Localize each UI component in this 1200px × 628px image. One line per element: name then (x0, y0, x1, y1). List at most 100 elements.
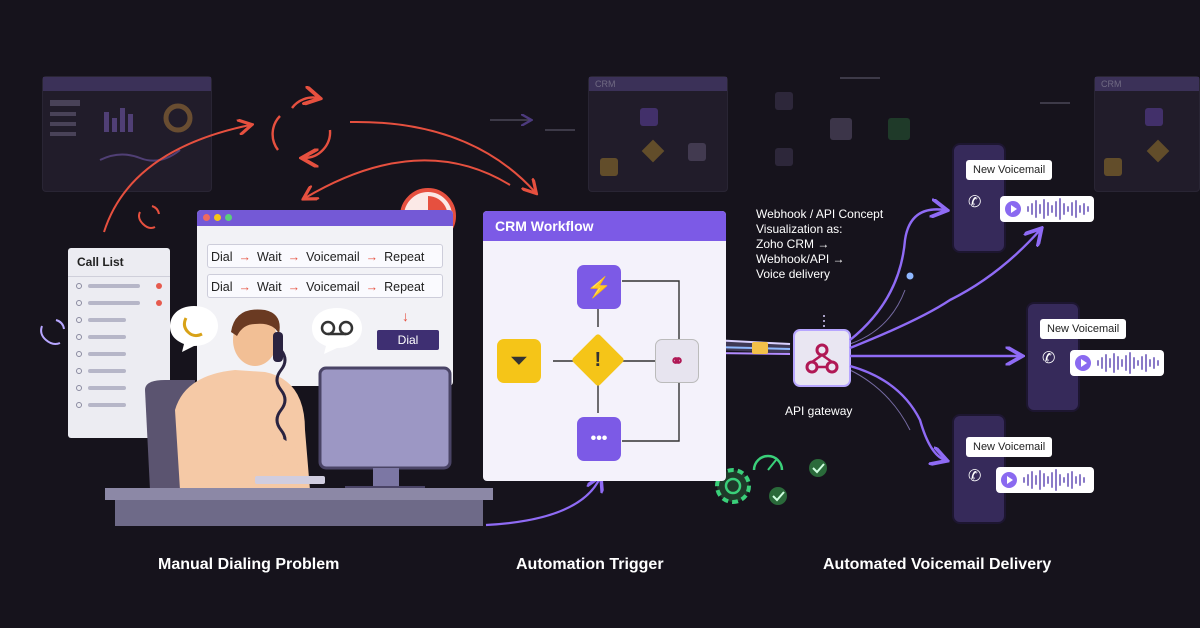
ghost-crm-panel-2: CRM (1094, 76, 1200, 192)
play-icon[interactable] (1075, 355, 1091, 371)
waveform-bar (1039, 204, 1041, 214)
new-voicemail-notification: New Voicemail (966, 437, 1053, 457)
waveform-bar (1055, 469, 1057, 491)
play-icon[interactable] (1001, 472, 1017, 488)
waveform-bar (1125, 355, 1127, 371)
call-list-row[interactable] (68, 311, 170, 328)
waveform-bar (1055, 201, 1057, 217)
step-wait: Wait (257, 250, 282, 264)
waveform-bar (1063, 203, 1065, 215)
trigger-arrow (485, 478, 600, 527)
delivery-glow (849, 289, 911, 431)
waveform-bar (1075, 476, 1077, 484)
waveform-bar (1153, 357, 1155, 369)
dial-sequence-row: Dial→ Wait→ Voicemail→ Repeat (211, 280, 425, 294)
row-marker (76, 316, 82, 323)
step-wait: Wait (257, 280, 282, 294)
voicemail-audio-player[interactable] (996, 467, 1094, 493)
crm-workflow-title: CRM Workflow (483, 211, 726, 241)
dial-window: Dial→ Wait→ Voicemail→ Repeat Dial→ Wait… (197, 210, 453, 386)
waveform-bar (1079, 205, 1081, 213)
more-actions-icon: ••• (577, 417, 621, 461)
row-placeholder (88, 368, 126, 373)
section-label-trigger: Automation Trigger (516, 556, 664, 573)
waveform-bar (1083, 477, 1085, 483)
call-list-row[interactable] (68, 294, 170, 311)
arrow-cycle-to-crm (349, 120, 535, 192)
webhook-caption-line: Webhook / API Concept (756, 207, 884, 221)
row-marker (76, 299, 82, 306)
phone-icon: ✆ (968, 194, 982, 211)
row-marker (76, 350, 82, 357)
waveform-bar (1133, 357, 1135, 369)
step-dial: Dial (211, 280, 233, 294)
arrow-crm-to-dial (305, 159, 511, 198)
waveform-bar (1035, 200, 1037, 218)
voicemail-audio-player[interactable] (1070, 350, 1164, 376)
step-repeat: Repeat (384, 280, 425, 294)
row-marker (76, 401, 82, 408)
waveform-bar (1109, 358, 1111, 368)
call-list-row[interactable] (68, 379, 170, 396)
webhook-caption-line: Visualization as: (756, 222, 843, 236)
api-gateway-label: API gateway (785, 404, 853, 418)
webhook-caption-line: Voice delivery (756, 267, 831, 281)
waveform-bar (1023, 477, 1025, 483)
phone-ringing-icon (40, 319, 65, 345)
call-list-row[interactable] (68, 345, 170, 362)
row-marker (76, 333, 82, 340)
step-voicemail: Voicemail (306, 250, 360, 264)
waveform-bar (1043, 199, 1045, 219)
call-list-row[interactable] (68, 328, 170, 345)
new-voicemail-notification: New Voicemail (966, 160, 1053, 180)
waveform-bar (1031, 203, 1033, 215)
waveform-bar (1079, 474, 1081, 486)
waveform-bar (1105, 354, 1107, 372)
waveform-bar (1141, 356, 1143, 370)
delivery-paths (849, 209, 1040, 460)
voicemail-speech-bubble-icon (312, 308, 362, 354)
missed-call-indicator (156, 299, 162, 306)
waveform-bar (1157, 360, 1159, 366)
waveform-bar (1075, 200, 1077, 218)
waveform-bar (1083, 203, 1085, 215)
call-list-row[interactable] (68, 277, 170, 294)
play-icon[interactable] (1005, 201, 1021, 217)
voicemail-audio-player[interactable] (1000, 196, 1094, 222)
waveform-bar (1059, 198, 1061, 220)
frustrated-worker-illustration (105, 309, 493, 526)
speed-gauge-icon (752, 454, 784, 471)
waveform-bar (1043, 473, 1045, 487)
check-icon (769, 487, 787, 505)
section-label-delivery: Automated Voicemail Delivery (823, 556, 1052, 573)
waveform-bar (1087, 206, 1089, 212)
waveform-bar (1039, 470, 1041, 490)
sequence-row-box (207, 244, 443, 268)
dial-button[interactable]: Dial (377, 330, 439, 350)
waveform-bar (1097, 360, 1099, 366)
waveform-bar (1113, 353, 1115, 373)
phone-speech-bubble-icon (170, 306, 218, 352)
call-list-row[interactable] (68, 362, 170, 379)
step-dial: Dial (211, 250, 233, 264)
waveform-bar (1047, 202, 1049, 216)
step-repeat: Repeat (384, 250, 425, 264)
waveform-bar (1149, 359, 1151, 367)
call-list-row[interactable] (68, 396, 170, 413)
ghost-crm-panel-1: CRM (588, 76, 728, 192)
row-placeholder (88, 351, 126, 356)
waveform-bar (1121, 359, 1123, 367)
row-placeholder (88, 334, 126, 339)
new-voicemail-notification: New Voicemail (1040, 319, 1127, 339)
missed-call-indicator (156, 282, 162, 289)
section-label-manual: Manual Dialing Problem (158, 556, 340, 573)
row-placeholder (88, 402, 126, 407)
row-placeholder (88, 317, 126, 322)
webhook-caption: Webhook / API Concept Visualization as: … (756, 207, 906, 282)
check-icon (809, 459, 827, 477)
waveform-bar (1101, 357, 1103, 369)
waveform-bar (1051, 472, 1053, 488)
phone-ringing-icon (138, 205, 160, 229)
waveform-bar (1071, 202, 1073, 216)
window-titlebar (197, 210, 453, 226)
